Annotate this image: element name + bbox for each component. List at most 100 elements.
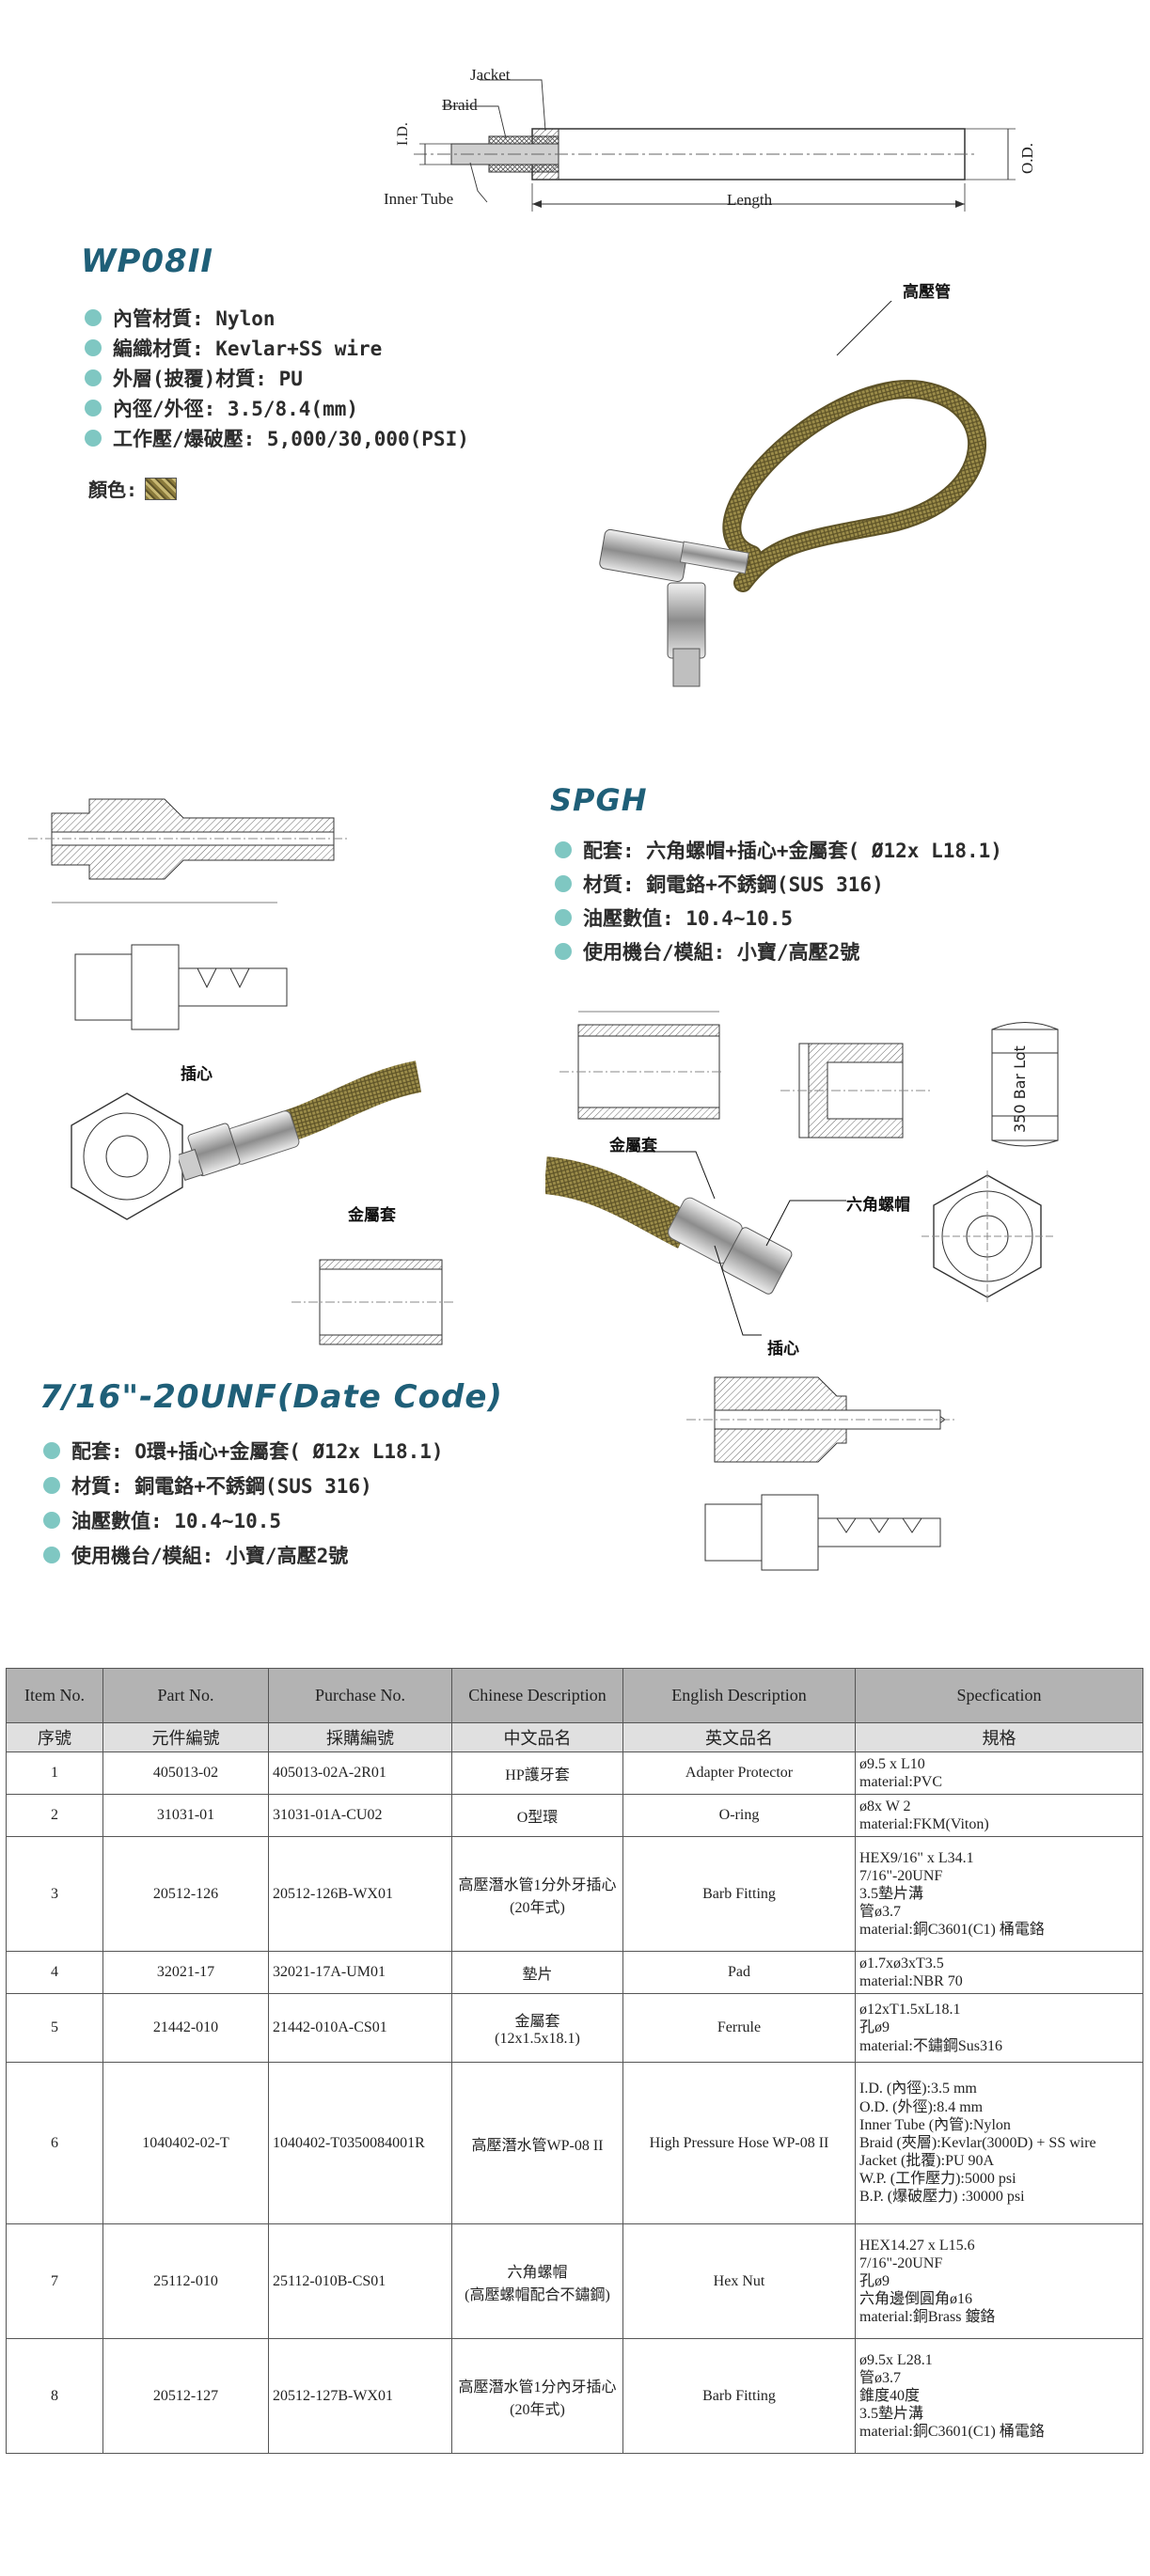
hose-photo-callout: 高壓管 (903, 283, 951, 302)
spgh-nut-section-drawing (780, 1043, 931, 1139)
spec-line: HEX9/16" x L34.1 (859, 1849, 974, 1866)
list-item: 材質: 銅電鉻+不銹鋼(SUS 316) (555, 867, 1002, 901)
list-item: 外層(披覆)材質: PU (85, 363, 469, 393)
inner-tube-label: Inner Tube (384, 190, 454, 208)
header-english-description: English Description (622, 1668, 856, 1723)
color-row: 顏色: (88, 475, 178, 502)
list-item: 工作壓/爆破壓: 5,000/30,000(PSI) (85, 423, 469, 453)
list-item: 使用機台/模組: 小寶/高壓2號 (43, 1537, 444, 1572)
list-item: 內管材質: Nylon (85, 303, 469, 333)
spec-line: material:FKM(Viton) (859, 1816, 989, 1832)
cell-purchase-no: 20512-127B-WX01 (268, 2338, 452, 2454)
cell-purchase-no: 1040402-T0350084001R (268, 2062, 452, 2224)
hose-cross-section-diagram (414, 79, 1016, 212)
table-subheader-row: 序號 元件編號 採購編號 中文品名 英文品名 規格 (6, 1722, 1143, 1752)
cell-english-description: Hex Nut (622, 2223, 856, 2339)
cell-purchase-no: 25112-010B-CS01 (268, 2223, 452, 2339)
length-label: Length (727, 191, 773, 209)
cell-english-description: Adapter Protector (622, 1751, 856, 1795)
spec-line: 7/16"-20UNF (859, 2254, 943, 2271)
cell-chinese-description: HP護牙套 (451, 1751, 623, 1795)
spgh-hex-nut-callout: 六角螺帽 (846, 1196, 910, 1215)
spec-line: O.D. (外徑):8.4 mm (859, 2098, 984, 2115)
spec-line: 7/16"-20UNF (859, 1867, 943, 1884)
spec-line: ø8x W 2 (859, 1798, 911, 1814)
cell-part-no: 1040402-02-T (102, 2062, 269, 2224)
subheader-specification: 規格 (855, 1722, 1143, 1752)
spgh-assembly-photo (545, 1156, 793, 1295)
nut-marking-text: 350 Bar Lot (1011, 1045, 1029, 1133)
cell-purchase-no: 31031-01A-CU02 (268, 1794, 452, 1837)
cell-english-description: Barb Fitting (622, 2338, 856, 2454)
spec-line: 孔ø9 (859, 2272, 890, 2289)
spec-line: 六角邊倒圓角ø16 (859, 2291, 973, 2308)
cell-part-no: 25112-010 (102, 2223, 269, 2339)
subheader-chinese-description: 中文品名 (451, 1722, 623, 1752)
list-item: 編織材質: Kevlar+SS wire (85, 333, 469, 363)
spec-line: ø12xT1.5xL18.1 (859, 2002, 961, 2018)
spec-line: 管ø3.7 (859, 1904, 902, 1921)
header-item-no: Item No. (6, 1668, 103, 1723)
table-header-row: Item No. Part No. Purchase No. Chinese D… (6, 1668, 1143, 1723)
spec-line: Braid (夾層):Kevlar(3000D) + SS wire (859, 2134, 1096, 2151)
spec-line: material:PVC (859, 1774, 942, 1790)
spec-line: ø9.5x L28.1 (859, 2351, 933, 2368)
braid-label: Braid (442, 96, 478, 114)
cell-chinese-description: 高壓潛水管WP-08 II (451, 2062, 623, 2224)
spgh-barb-section-drawing (686, 1376, 954, 1463)
bullet-dot-icon (555, 909, 572, 926)
list-item: 油壓數值: 10.4~10.5 (43, 1502, 444, 1537)
spgh-barb-side-drawing (704, 1494, 941, 1571)
bullet-dot-icon (43, 1546, 60, 1563)
cell-chinese-description: 高壓潛水管1分外牙插心 (20年式) (451, 1836, 623, 1952)
unf-fitting-side-drawing (74, 944, 288, 1030)
cell-english-description: Ferrule (622, 1993, 856, 2063)
spec-line: HEX14.27 x L15.6 (859, 2237, 975, 2254)
bullet-dot-icon (43, 1476, 60, 1494)
cell-specification: ø9.5 x L10 material:PVC (855, 1751, 1143, 1795)
bullet-dot-icon (43, 1511, 60, 1529)
cell-english-description: O-ring (622, 1794, 856, 1837)
cell-part-no: 31031-01 (102, 1794, 269, 1837)
spec-line: 3.5墊片溝 (859, 1885, 924, 1902)
subheader-item-no: 序號 (6, 1722, 103, 1752)
spec-line: I.D. (內徑):3.5 mm (859, 2081, 977, 2097)
list-item: 配套: 六角螺帽+插心+金屬套( Ø12x L18.1) (555, 833, 1002, 867)
unf-title: 7/16"-20UNF(Date Code) (39, 1378, 503, 1416)
spec-line: ø9.5 x L10 (859, 1755, 925, 1772)
cell-part-no: 20512-127 (102, 2338, 269, 2454)
bullet-dot-icon (555, 943, 572, 960)
header-specification: Specfication (855, 1668, 1143, 1723)
spgh-bullet-list: 配套: 六角螺帽+插心+金屬套( Ø12x L18.1) 材質: 銅電鉻+不銹鋼… (555, 833, 1002, 968)
bullet-dot-icon (85, 339, 102, 356)
cell-item-no: 1 (6, 1751, 103, 1795)
header-chinese-description: Chinese Description (451, 1668, 623, 1723)
cell-chinese-description: 六角螺帽 (高壓螺帽配合不鏽鋼) (451, 2223, 623, 2339)
cell-purchase-no: 405013-02A-2R01 (268, 1751, 452, 1795)
cell-part-no: 21442-010 (102, 1993, 269, 2063)
list-item: 內徑/外徑: 3.5/8.4(mm) (85, 393, 469, 423)
list-item: 使用機台/模組: 小寶/高壓2號 (555, 935, 1002, 968)
spec-line: 管ø3.7 (859, 2369, 902, 2386)
bullet-dot-icon (85, 430, 102, 447)
subheader-purchase-no: 採購編號 (268, 1722, 452, 1752)
high-pressure-hose-photo (599, 301, 986, 687)
bullet-dot-icon (85, 309, 102, 326)
spgh-ferrule-callout: 金屬套 (609, 1137, 657, 1155)
cell-item-no: 4 (6, 1951, 103, 1994)
bullet-dot-icon (85, 369, 102, 386)
unf-ferrule-drawing (291, 1259, 456, 1345)
spec-line: ø1.7xø3xT3.5 (859, 1955, 944, 1971)
bullet-dot-icon (85, 400, 102, 416)
